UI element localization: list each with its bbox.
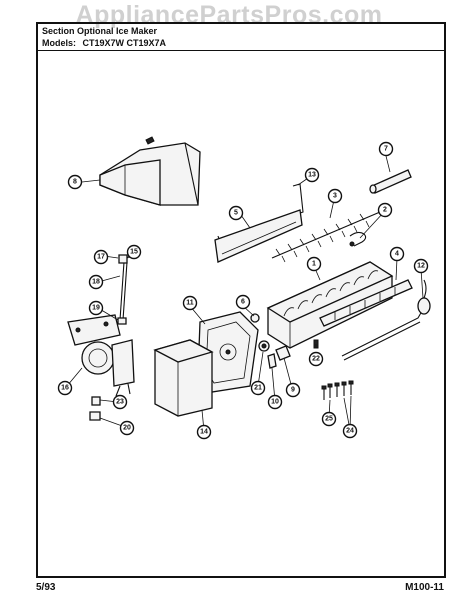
- callout-1: 1: [306, 256, 322, 272]
- callout-19: 19: [88, 300, 104, 316]
- callout-3: 3: [327, 188, 343, 204]
- callout-12: 12: [413, 258, 429, 274]
- callout-label: 21: [254, 385, 262, 392]
- callout-2: 2: [377, 202, 393, 218]
- watermark-text: AppliancePartsPros.com: [75, 1, 383, 29]
- callout-20: 20: [119, 420, 135, 436]
- callout-9: 9: [285, 382, 301, 398]
- part-screws: [321, 380, 354, 400]
- header-rule: [38, 50, 444, 51]
- part-water-line: [117, 254, 136, 325]
- part-ejector: [271, 211, 381, 263]
- callout-label: 19: [92, 305, 100, 312]
- callout-label: 25: [325, 416, 333, 423]
- callout-label: 18: [92, 279, 100, 286]
- callout-11: 11: [182, 295, 198, 311]
- callout-23: 23: [112, 394, 128, 410]
- callout-label: 1: [312, 261, 316, 268]
- part-stripper: [319, 279, 413, 327]
- part-fill-tube: [369, 169, 412, 194]
- callout-label: 13: [308, 172, 316, 179]
- callout-label: 22: [312, 356, 320, 363]
- callout-label: 23: [116, 399, 124, 406]
- callout-label: 4: [395, 251, 399, 258]
- callout-6: 6: [235, 294, 251, 310]
- part-shutoff-plate: [214, 209, 303, 263]
- callout-7: 7: [378, 141, 394, 157]
- callout-label: 9: [291, 387, 295, 394]
- callout-label: 12: [417, 263, 425, 270]
- models-value: CT19X7W CT19X7A: [82, 38, 167, 48]
- part-ice-bin: [99, 136, 201, 206]
- footer-page-code: M100-11: [405, 582, 444, 593]
- callout-label: 11: [186, 300, 194, 307]
- callout-label: 8: [73, 179, 77, 186]
- callout-14: 14: [196, 424, 212, 440]
- callout-4: 4: [389, 246, 405, 262]
- part-heater: [341, 279, 431, 361]
- callout-10: 10: [267, 394, 283, 410]
- callout-16: 16: [57, 380, 73, 396]
- section-title: Section Optional Ice Maker: [42, 26, 158, 36]
- callout-13: 13: [304, 167, 320, 183]
- callout-8: 8: [67, 174, 83, 190]
- callout-label: 3: [333, 193, 337, 200]
- callout-label: 20: [123, 425, 131, 432]
- callout-21: 21: [250, 380, 266, 396]
- callout-label: 10: [271, 399, 279, 406]
- part-cover: [153, 339, 214, 417]
- callout-24: 24: [342, 423, 358, 439]
- callout-label: 16: [61, 385, 69, 392]
- callout-label: 17: [97, 254, 105, 261]
- callout-label: 7: [384, 146, 388, 153]
- callout-label: 24: [346, 428, 354, 435]
- callout-15: 15: [126, 244, 142, 260]
- callout-5: 5: [228, 205, 244, 221]
- part-water-valve: [67, 314, 135, 397]
- part-ice-mold: [266, 261, 394, 349]
- models-label: Models:: [42, 38, 77, 48]
- callout-18: 18: [88, 274, 104, 290]
- callout-25: 25: [321, 411, 337, 427]
- callout-label: 2: [383, 207, 387, 214]
- callout-22: 22: [308, 351, 324, 367]
- part-small-hardware: [250, 313, 319, 369]
- callout-17: 17: [93, 249, 109, 265]
- callout-label: 6: [241, 299, 245, 306]
- part-fittings: [89, 396, 101, 421]
- footer-date: 5/93: [36, 582, 56, 593]
- diagram-frame: [36, 22, 446, 578]
- callout-label: 15: [130, 249, 138, 256]
- callout-label: 5: [234, 210, 238, 217]
- callout-label: 14: [200, 429, 208, 436]
- models-line: Models: CT19X7W CT19X7A: [42, 38, 166, 48]
